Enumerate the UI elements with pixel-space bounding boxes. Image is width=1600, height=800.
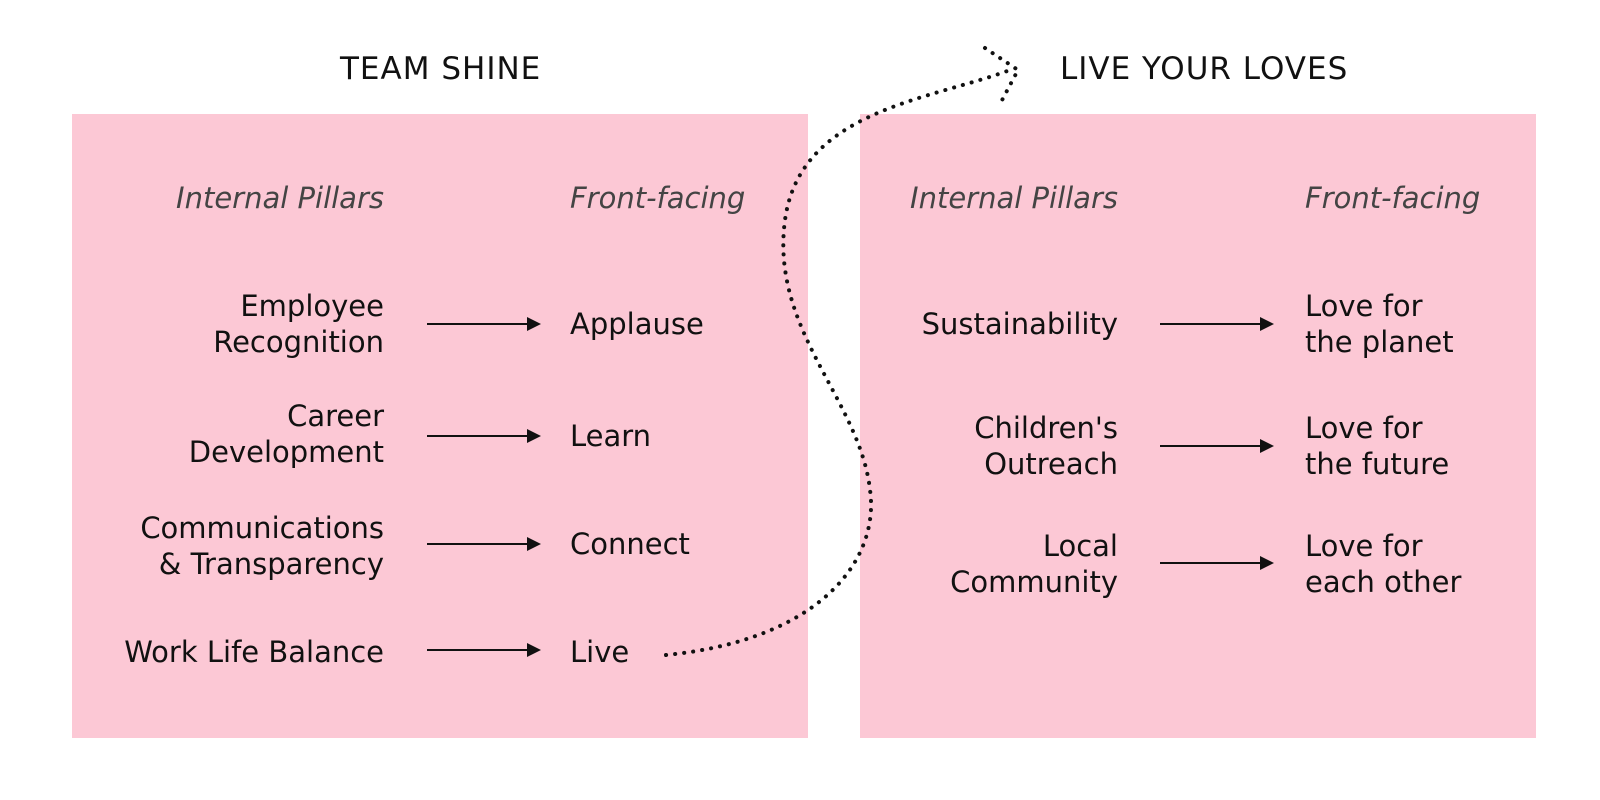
left-section-title: TEAM SHINE bbox=[340, 51, 542, 87]
pillar-sustainability: Sustainability bbox=[921, 307, 1118, 341]
pillar-work-life-balance: Work Life Balance bbox=[124, 635, 384, 669]
front-love-for-each-other: Love for each other bbox=[1305, 529, 1462, 599]
dotted-arrowhead-icon bbox=[983, 46, 1021, 106]
arrow-icon bbox=[427, 537, 541, 551]
right-section-title: LIVE YOUR LOVES bbox=[1060, 51, 1349, 87]
front-love-for-the-planet: Love for the planet bbox=[1305, 289, 1454, 359]
front-connect: Connect bbox=[570, 527, 690, 561]
pillar-career-development: Career Development bbox=[188, 399, 384, 469]
right-front-facing-heading: Front-facing bbox=[1305, 181, 1481, 215]
arrow-icon bbox=[427, 317, 541, 331]
arrow-icon bbox=[1160, 556, 1274, 570]
front-applause: Applause bbox=[570, 307, 704, 341]
arrow-icon bbox=[1160, 439, 1274, 453]
pillar-childrens-outreach: Children's Outreach bbox=[974, 411, 1118, 481]
left-internal-pillars-heading: Internal Pillars bbox=[176, 181, 384, 215]
right-internal-pillars-heading: Internal Pillars bbox=[910, 181, 1118, 215]
left-front-facing-heading: Front-facing bbox=[570, 181, 746, 215]
front-love-for-the-future: Love for the future bbox=[1305, 411, 1450, 481]
pillar-local-community: Local Community bbox=[950, 529, 1118, 599]
arrow-icon bbox=[427, 429, 541, 443]
arrow-icon bbox=[427, 643, 541, 657]
front-live: Live bbox=[570, 635, 630, 669]
pillar-employee-recognition: Employee Recognition bbox=[213, 289, 384, 359]
pillar-communications-transparency: Communications & Transparency bbox=[140, 511, 384, 581]
arrow-icon bbox=[1160, 317, 1274, 331]
front-learn: Learn bbox=[570, 419, 652, 453]
